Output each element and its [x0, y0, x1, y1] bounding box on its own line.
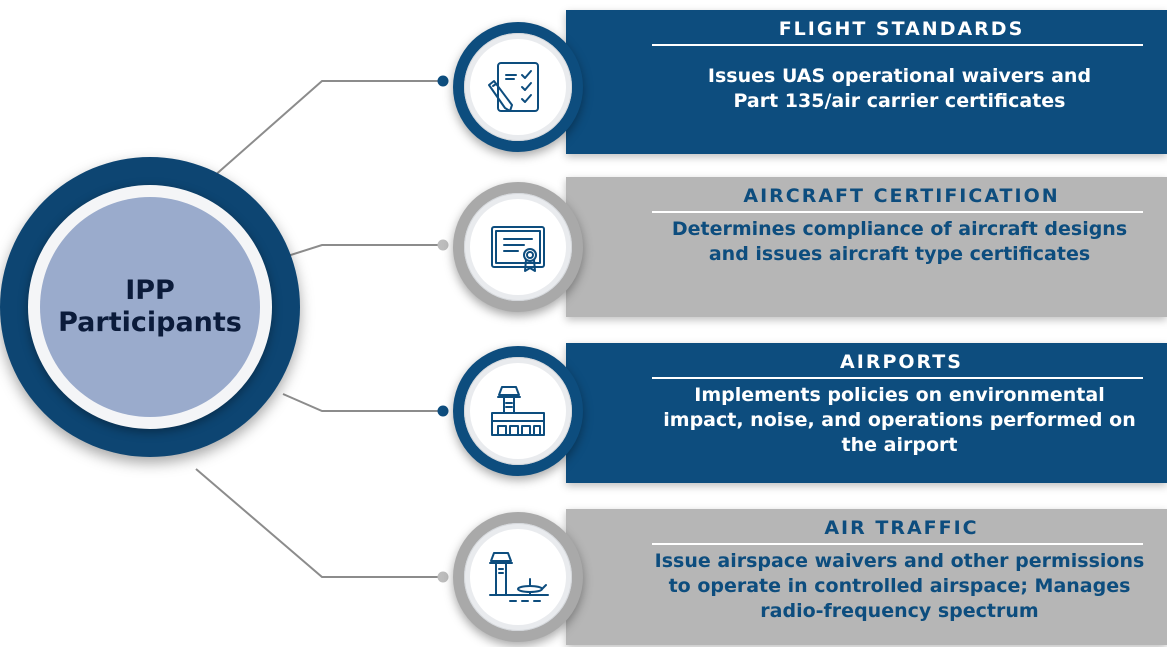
air-traffic-icon-disc	[453, 512, 583, 642]
banner-divider	[652, 543, 1143, 545]
banner-divider	[652, 377, 1143, 379]
banner-description: Issues UAS operational waivers and Part …	[636, 64, 1163, 114]
hub-title-line-1: IPP	[125, 275, 175, 306]
banner-aircraft-certification: AIRCRAFT CERTIFICATION Determines compli…	[566, 177, 1167, 317]
airport-terminal-icon	[491, 386, 545, 436]
banner-description: Issue airspace waivers and other permiss…	[636, 549, 1163, 624]
description-line: the airport	[841, 434, 958, 456]
connector-dot-aircraft-certification	[437, 239, 449, 251]
hub-center: IPP Participants	[40, 197, 260, 417]
description-line: Issues UAS operational waivers and	[707, 65, 1092, 87]
banner-divider	[652, 44, 1143, 46]
description-line: Part 135/air carrier certificates	[733, 90, 1066, 112]
checklist-pencil-icon	[488, 62, 539, 112]
connector-aircraft-certification	[274, 244, 443, 261]
airports-icon-disc	[453, 346, 583, 476]
connector-air-traffic	[195, 468, 443, 578]
banner-description: Implements policies on environmental imp…	[636, 383, 1163, 458]
banner-flight-standards: FLIGHT STANDARDS Issues UAS operational …	[566, 10, 1167, 154]
banner-title: AIRPORTS	[840, 351, 963, 373]
connector-dot-air-traffic	[437, 571, 449, 583]
banner-title: AIRCRAFT CERTIFICATION	[743, 185, 1060, 207]
description-line: Determines compliance of aircraft design…	[671, 218, 1128, 240]
certificate-icon	[491, 226, 545, 272]
banner-description: Determines compliance of aircraft design…	[636, 217, 1163, 267]
connector-airports	[282, 393, 443, 412]
description-line: radio-frequency spectrum	[760, 600, 1039, 622]
flight-standards-icon-disc	[453, 22, 583, 152]
description-line: to operate in controlled airspace; Manag…	[668, 575, 1131, 597]
description-line: Issue airspace waivers and other permiss…	[654, 550, 1145, 572]
hub-title-line-2: Participants	[58, 307, 242, 338]
description-line: Implements policies on environmental	[694, 384, 1105, 406]
banner-air-traffic: AIR TRAFFIC Issue airspace waivers and o…	[566, 509, 1167, 645]
banner-title: AIR TRAFFIC	[824, 517, 979, 539]
control-tower-airplane-icon	[489, 552, 549, 602]
banner-title: FLIGHT STANDARDS	[778, 18, 1025, 40]
banner-airports: AIRPORTS Implements policies on environm…	[566, 343, 1167, 483]
banner-divider	[652, 211, 1143, 213]
description-line: impact, noise, and operations performed …	[663, 409, 1136, 431]
description-line: and issues aircraft type certificates	[708, 243, 1091, 265]
aircraft-certification-icon-disc	[453, 182, 583, 312]
connector-flight-standards	[195, 80, 443, 193]
connector-dot-airports	[437, 405, 449, 417]
connector-dot-flight-standards	[437, 75, 449, 87]
